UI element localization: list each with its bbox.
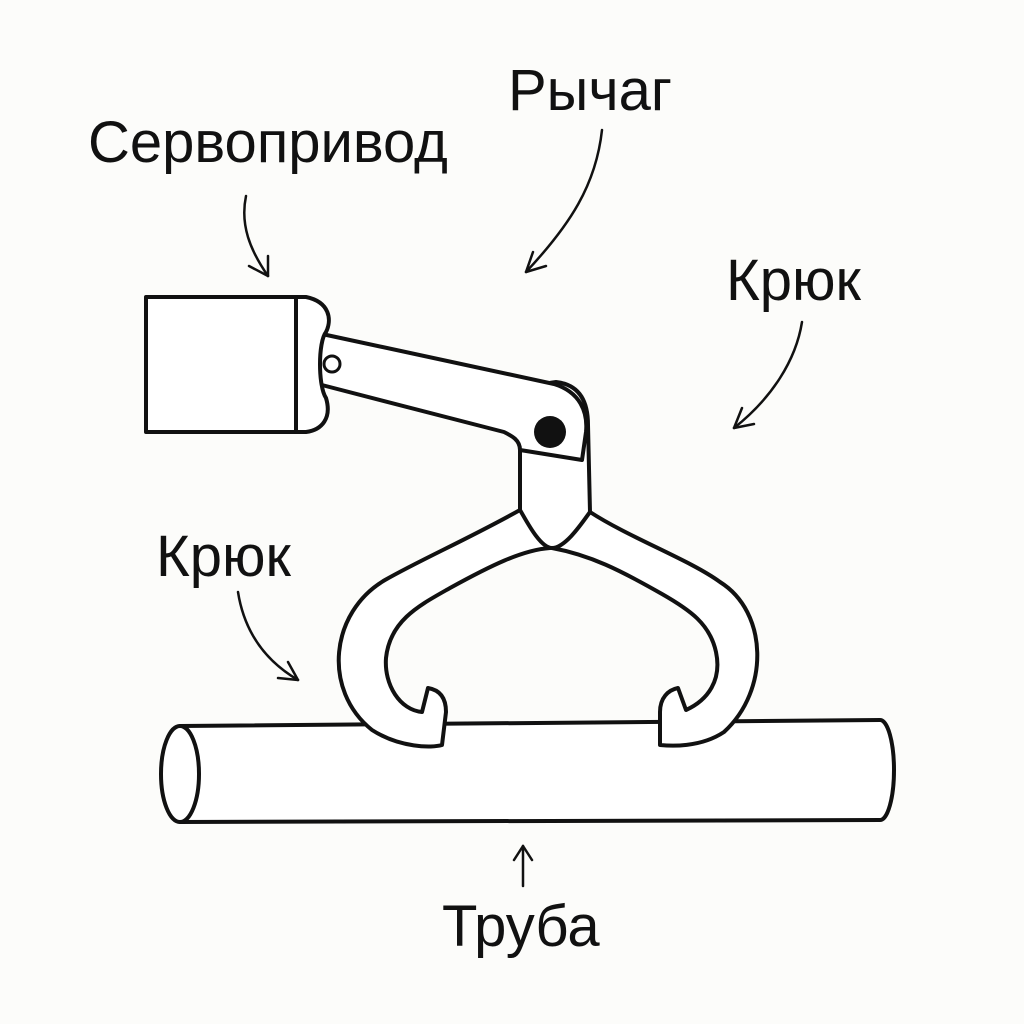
servo-horn bbox=[294, 295, 331, 434]
servo-pivot-pin bbox=[322, 354, 342, 374]
arrow-lever bbox=[524, 128, 604, 274]
arrow-hook-left bbox=[236, 590, 300, 682]
arrow-hook-right bbox=[732, 320, 804, 430]
servo-body bbox=[144, 295, 298, 434]
servo bbox=[144, 295, 331, 434]
pipe bbox=[159, 718, 896, 824]
label-hook-left: Крюк bbox=[156, 524, 292, 589]
arrow-pipe bbox=[512, 844, 534, 888]
label-servo: Сервопривод bbox=[88, 110, 448, 175]
arrow-servo bbox=[243, 194, 270, 278]
label-pipe: Труба bbox=[442, 894, 600, 959]
hook-right bbox=[550, 510, 760, 748]
lever-pivot-pin bbox=[534, 416, 566, 448]
pipe-end-cap bbox=[159, 724, 201, 824]
label-hook-right: Крюк bbox=[726, 248, 862, 313]
label-lever: Рычаг bbox=[508, 58, 672, 123]
hook-left bbox=[336, 508, 552, 749]
